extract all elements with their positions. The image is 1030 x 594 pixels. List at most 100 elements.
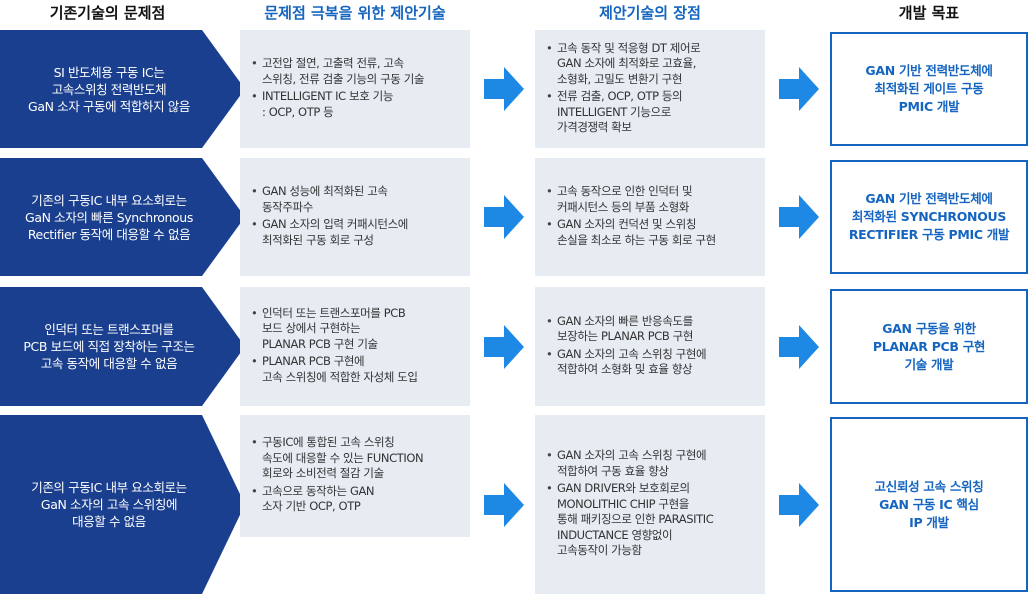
problem-line: 기존의 구동IC 내부 요소회로는 bbox=[31, 192, 187, 208]
problem-line: 기존의 구동IC 내부 요소회로는 bbox=[31, 480, 187, 495]
arrow-right-icon bbox=[484, 324, 524, 369]
text-line: MONOLITHIC CHIP 구현을 bbox=[557, 496, 689, 511]
header-proposed-technology: 문제점 극복을 위한 제안기술 bbox=[264, 4, 446, 22]
text-line: GAN 소자의 고속 스위칭 구현에 bbox=[557, 448, 707, 463]
text-line: : OCP, OTP 등 bbox=[262, 104, 334, 119]
text-line: INDUCTANCE 영향없이 bbox=[557, 527, 673, 542]
solution-box: 고전압 절연, 고출력 전류, 고속스위칭, 전류 검출 기능의 구동 기술IN… bbox=[240, 30, 470, 148]
text-line: PLANAR PCB 구현 기술 bbox=[262, 336, 378, 351]
text-line: 구동IC에 통합된 고속 스위칭 bbox=[262, 435, 395, 450]
text-line: GAN 소자에 최적화로 고효율, bbox=[557, 56, 697, 70]
solution-bullet: INTELLIGENT IC 보호 기능: OCP, OTP 등 bbox=[251, 89, 424, 120]
goal-line: 고신뢰성 고속 스위칭 bbox=[874, 478, 984, 494]
goal-line: IP 개발 bbox=[909, 514, 949, 530]
problem-line: Rectifier 동작에 대응할 수 없음 bbox=[27, 226, 191, 242]
arrow-right-icon bbox=[779, 324, 819, 369]
text-line: 적합하여 구동 효율 향상 bbox=[557, 463, 669, 478]
text-line: PLANAR PCB 구현에 bbox=[262, 354, 365, 369]
text-line: 커패시턴스 등의 부품 소형화 bbox=[557, 199, 689, 214]
text-line: 소형화, 고밀도 변환기 구현 bbox=[557, 71, 683, 86]
text-line: 최적화된 구동 회로 구성 bbox=[262, 232, 374, 247]
chevron-shape bbox=[0, 287, 245, 406]
text-line: 인덕터 또는 트랜스포머를 PCB bbox=[262, 305, 406, 320]
text-line: 고속동작이 가능함 bbox=[557, 543, 642, 558]
problem-line: 인덕터 또는 트랜스포머를 bbox=[44, 322, 174, 337]
problem-line: GaN 소자의 빠른 Synchronous bbox=[25, 209, 193, 225]
goal-line: 기술 개발 bbox=[904, 356, 954, 372]
goal-line: 최적화된 SYNCHRONOUS bbox=[851, 209, 1007, 224]
text-line: 전류 검출, OCP, OTP 등의 bbox=[557, 89, 683, 103]
text-line: 고전압 절연, 고출력 전류, 고속 bbox=[262, 56, 404, 70]
header-existing-problems: 기존기술의 문제점 bbox=[49, 4, 166, 22]
problem-line: 고속 동작에 대응할 수 없음 bbox=[40, 356, 178, 371]
goal-line: GAN 기반 전력반도체에 bbox=[865, 63, 993, 78]
solution-bullet: 고전압 절연, 고출력 전류, 고속스위칭, 전류 검출 기능의 구동 기술 bbox=[251, 56, 425, 87]
text-line: 보장하는 PLANAR PCB 구현 bbox=[557, 329, 694, 343]
text-line: 통해 패키징으로 인한 PARASITIC bbox=[557, 512, 714, 527]
arrow-right-icon bbox=[484, 482, 524, 527]
problem-line: SI 반도체용 구동 IC는 bbox=[53, 64, 165, 80]
text-line: GAN 소자의 고속 스위칭 구현에 bbox=[557, 346, 707, 361]
goal-line: PMIC 개발 bbox=[898, 99, 960, 114]
text-line: 보드 상에서 구현하는 bbox=[262, 321, 361, 336]
goal-line: RECTIFIER 구동 PMIC 개발 bbox=[848, 227, 1010, 242]
text-line: GAN 소자의 빠른 반응속도를 bbox=[557, 313, 693, 328]
text-line: 속도에 대응할 수 있는 FUNCTION bbox=[262, 450, 424, 465]
text-line: 고속 동작 및 적응형 DT 제어로 bbox=[557, 40, 701, 55]
text-line: 손실을 최소로 하는 구동 회로 구현 bbox=[557, 232, 716, 247]
arrow-right-icon bbox=[779, 67, 819, 111]
text-line: 가격경쟁력 확보 bbox=[557, 120, 632, 134]
goal-line: GAN 구동을 위한 bbox=[882, 320, 976, 336]
text-line: GAN DRIVER와 보호회로의 bbox=[557, 481, 690, 496]
text-line: 스위칭, 전류 검출 기능의 구동 기술 bbox=[262, 71, 425, 86]
chevron-shape bbox=[0, 415, 245, 594]
arrow-right-icon bbox=[484, 67, 524, 111]
chevron-shape bbox=[0, 30, 245, 148]
problem-line: 대응할 수 없음 bbox=[72, 514, 146, 529]
text-line: 고속 동작으로 인한 인덕터 및 bbox=[557, 184, 693, 198]
text-line: INTELLIGENT IC 보호 기능 bbox=[262, 89, 394, 103]
arrow-right-icon bbox=[779, 482, 819, 527]
text-line: 고속 스위칭에 적합한 자성체 도입 bbox=[262, 369, 418, 384]
goal-line: PLANAR PCB 구현 bbox=[872, 338, 986, 354]
arrow-right-icon bbox=[484, 195, 524, 239]
header-development-goal: 개발 목표 bbox=[898, 4, 960, 22]
problem-line: 고속스위칭 전력반도체 bbox=[51, 81, 167, 97]
text-line: 적합하여 소형화 및 효율 향상 bbox=[557, 362, 693, 376]
problem-line: GaN 소자의 고속 스위칭에 bbox=[40, 497, 178, 512]
header-advantages: 제안기술의 장점 bbox=[599, 4, 701, 22]
text-line: 고속으로 동작하는 GAN bbox=[262, 483, 375, 498]
text-line: GAN 성능에 최적화된 고속 bbox=[262, 184, 388, 198]
text-line: 회로와 소비전력 절감 기술 bbox=[262, 466, 384, 481]
